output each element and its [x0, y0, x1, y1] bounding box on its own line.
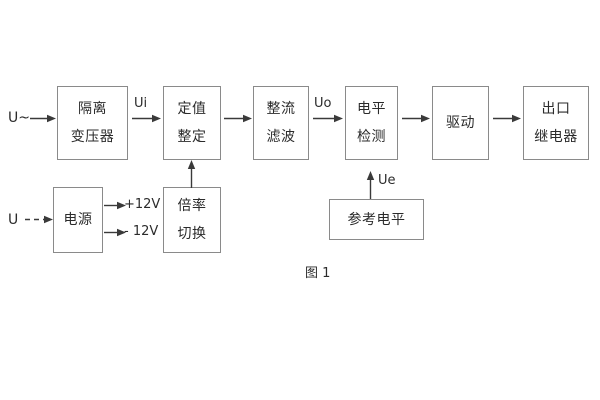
block-level-detect-line1: 电平	[357, 101, 386, 117]
block-rectify-filter: 整流 滤波	[253, 86, 309, 160]
ac-input-label: U~	[8, 110, 30, 126]
block-output-relay-line1: 出口	[541, 101, 571, 117]
arrow-power-supply-positive-output	[104, 201, 126, 210]
block-power-supply-line1: 电源	[63, 212, 93, 228]
arrow-setting-adjust-to-rectify-filter	[224, 114, 252, 123]
block-setting-adjust-line1: 定值	[177, 101, 207, 117]
block-multiplier-switch-line2: 切换	[177, 226, 207, 242]
block-power-supply: 电源	[53, 187, 103, 253]
arrow-drive-to-output-relay	[493, 114, 521, 123]
block-level-detect-line2: 检测	[357, 129, 386, 145]
arrow-rectify-filter-to-level-detect	[313, 114, 343, 123]
block-output-relay-line2: 继电器	[534, 129, 578, 145]
block-setting-adjust-line2: 整定	[177, 129, 207, 145]
block-rectify-filter-line2: 滤波	[266, 129, 296, 145]
block-level-detect: 电平 检测	[345, 86, 398, 160]
dc-input-label: U	[8, 212, 19, 228]
block-isolation-transformer-line1: 隔离	[78, 101, 107, 117]
power-output-positive-label: +12V	[124, 197, 161, 212]
arrow-isolation-transformer-to-setting-adjust	[132, 114, 161, 123]
block-reference-level-line1: 参考电平	[347, 211, 406, 228]
block-rectify-filter-line1: 整流	[266, 101, 296, 117]
block-multiplier-switch: 倍率 切换	[163, 187, 221, 253]
block-drive-line1: 驱动	[446, 115, 475, 131]
block-reference-level: 参考电平	[329, 199, 424, 240]
block-setting-adjust: 定值 整定	[163, 86, 221, 160]
arrow-ac-input-to-isolation-transformer	[30, 114, 56, 123]
figure-caption: 图 1	[305, 266, 331, 281]
arrow-reference-level-to-level-detect	[366, 171, 375, 199]
block-isolation-transformer: 隔离 变压器	[57, 86, 128, 160]
signal-label-uo: Uo	[314, 96, 332, 111]
arrow-level-detect-to-drive	[402, 114, 430, 123]
arrow-dc-input-to-power-supply	[25, 215, 53, 224]
block-multiplier-switch-line1: 倍率	[177, 198, 207, 214]
signal-label-ui: Ui	[134, 96, 148, 111]
block-drive: 驱动	[432, 86, 489, 160]
power-output-negative-label: - 12V	[124, 224, 159, 239]
block-output-relay: 出口 继电器	[523, 86, 589, 160]
arrow-multiplier-switch-to-setting-adjust	[187, 160, 196, 188]
block-isolation-transformer-line2: 变压器	[70, 129, 115, 145]
arrow-power-supply-negative-output	[104, 228, 126, 237]
signal-label-ue: Ue	[378, 173, 396, 188]
